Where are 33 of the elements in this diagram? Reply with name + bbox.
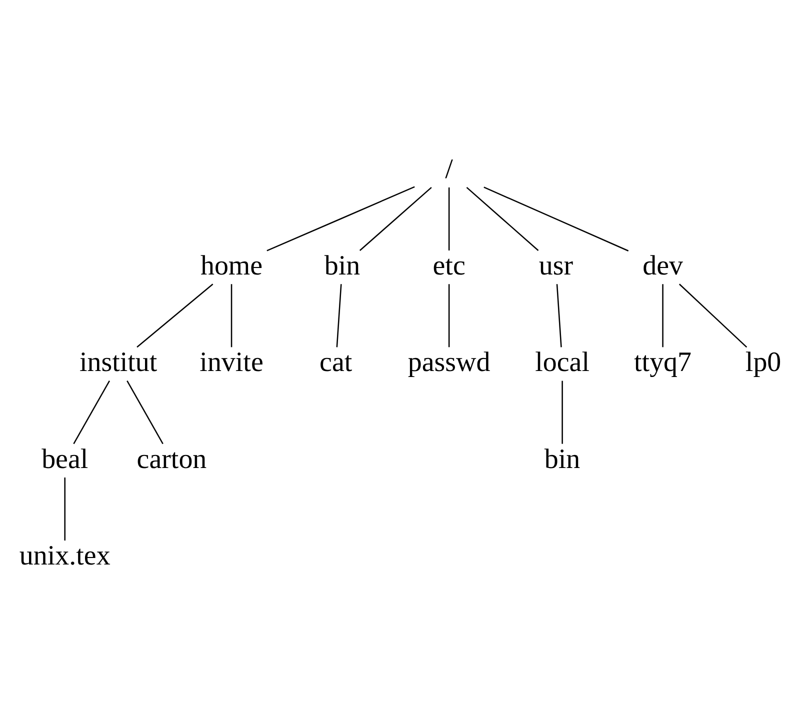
node-text: lp0 — [745, 346, 782, 378]
node-text: ttyq7 — [634, 346, 692, 378]
node-text: local — [535, 346, 590, 378]
node-text: home — [200, 250, 263, 281]
node-text: bin — [544, 443, 580, 474]
connector — [448, 284, 450, 347]
node-text: cat — [320, 346, 352, 378]
connector — [484, 186, 629, 251]
node-text: invite — [200, 346, 264, 378]
connector — [678, 283, 748, 348]
connector — [448, 186, 450, 250]
connector — [556, 284, 562, 347]
connector — [562, 380, 563, 444]
node-text: bin — [324, 250, 360, 281]
connector — [266, 186, 415, 251]
connector — [662, 284, 664, 347]
connector — [136, 283, 214, 348]
connector — [466, 186, 539, 250]
node-text: unix.tex — [19, 540, 110, 571]
node-text: institut — [79, 346, 158, 378]
node-text: etc — [432, 250, 466, 281]
connector — [73, 380, 110, 444]
node-text: beal — [42, 443, 88, 474]
node-text: / — [445, 153, 453, 184]
connector — [230, 284, 232, 347]
connector — [359, 186, 432, 250]
node-text: usr — [538, 250, 574, 281]
node-text: passwd — [408, 346, 490, 378]
node-text: carton — [136, 443, 207, 474]
connector — [336, 284, 342, 347]
node-text: dev — [642, 250, 683, 281]
connector — [64, 477, 66, 540]
connector — [126, 380, 164, 444]
